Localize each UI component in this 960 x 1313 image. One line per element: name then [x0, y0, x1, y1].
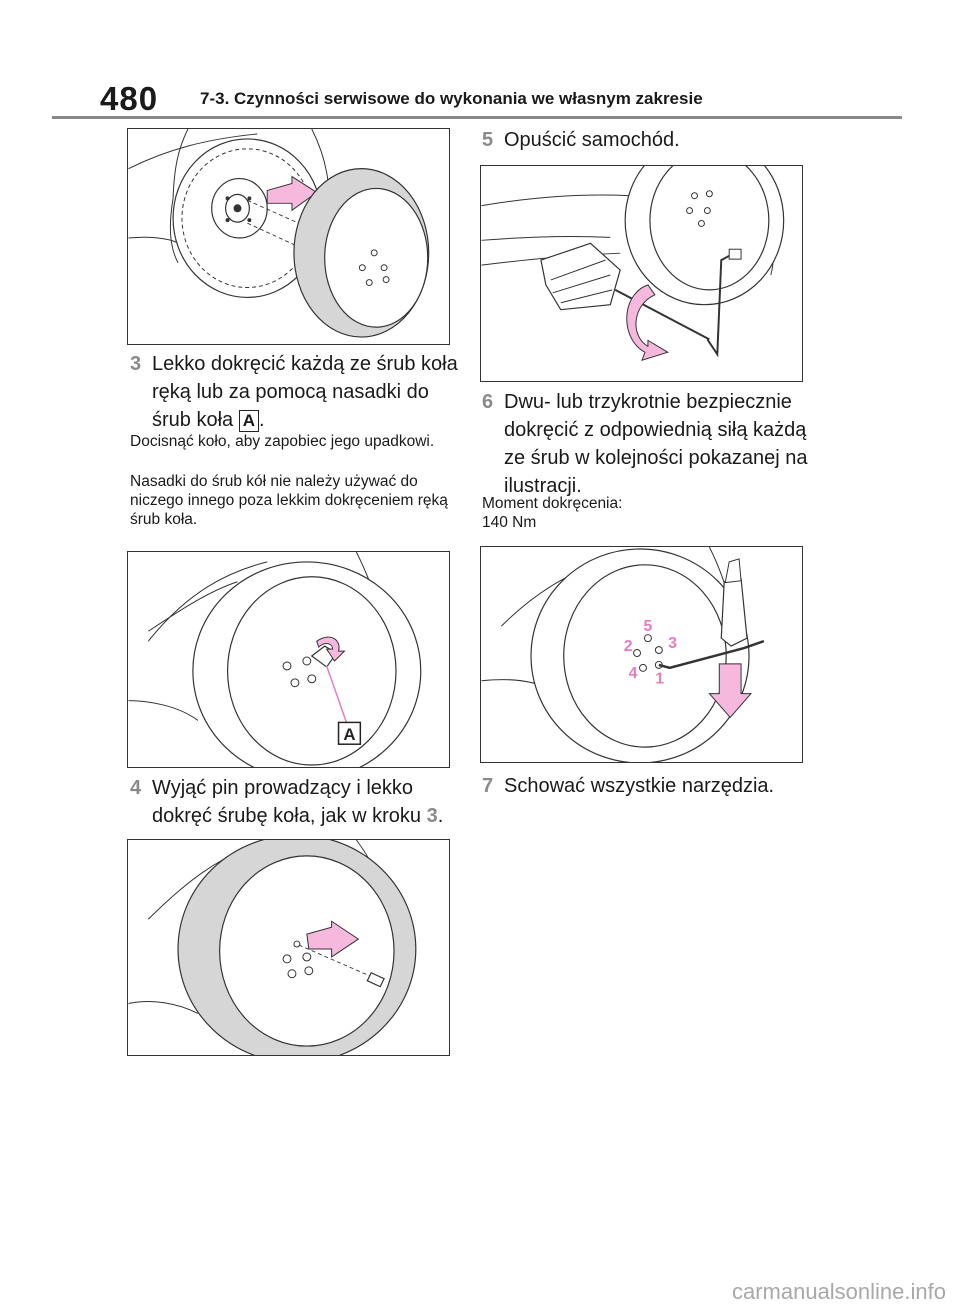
section-title: 7-3. Czynności serwisowe do wykonania we…	[200, 89, 703, 108]
step-3-note-1: Docisnąć koło, aby zapobiec jego upadkow…	[130, 433, 435, 450]
sequence-label-1: 1	[655, 671, 664, 688]
step-text: Opuścić samochód.	[504, 129, 680, 151]
step-text: Lekko dokręcić każdą ze śrub koła ręką l…	[152, 353, 458, 431]
step-7: 7 Schować wszystkie narzędzia.	[482, 772, 822, 800]
sequence-label-5: 5	[644, 618, 653, 635]
step-number: 4	[130, 777, 142, 799]
step-end: .	[259, 409, 265, 431]
step-number: 6	[482, 391, 494, 413]
guide-pin-illustration	[128, 840, 417, 1055]
nut-socket-illustration: A	[128, 552, 422, 767]
tighten-sequence-illustration: 5 2 3 4 1	[481, 547, 765, 762]
torque-label: Moment dokręcenia:	[482, 495, 623, 512]
watermark: carmanualsonline.info	[731, 1279, 946, 1304]
jack-illustration	[481, 166, 785, 361]
wheel-mount-illustration	[128, 129, 430, 338]
step-5: 5 Opuścić samochód.	[482, 126, 822, 154]
sequence-label-3: 3	[668, 635, 677, 652]
step-3-note-2: Nasadki do śrub kół nie należy używać do…	[130, 473, 448, 528]
sequence-label-2: 2	[624, 638, 633, 655]
step-number: 3	[130, 353, 142, 375]
step-number: 7	[482, 775, 494, 797]
reference-label-a: A	[238, 410, 259, 432]
torque-value: 140 Nm	[482, 514, 537, 531]
figure-guide-pin	[127, 839, 450, 1056]
page-number: 480	[100, 80, 159, 117]
sequence-label-4: 4	[629, 665, 638, 682]
step-6: 6 Dwu- lub trzykrotnie bezpiecznie dokrę…	[482, 388, 822, 500]
figure-label-a: A	[343, 725, 355, 744]
figure-lower-jack	[480, 165, 803, 382]
step-text: Wyjąć pin prowadzący i lekko dokręć śrub…	[152, 777, 422, 827]
step-reference: 3	[426, 805, 438, 827]
step-end: .	[437, 805, 444, 827]
step-3: 3 Lekko dokręcić każdą ze śrub koła ręką…	[130, 350, 460, 434]
figure-mount-wheel	[127, 128, 450, 345]
page-header: 480 7-3. Czynności serwisowe do wykonani…	[52, 72, 902, 120]
header-divider	[52, 116, 902, 119]
step-text: Dwu- lub trzykrotnie bezpiecznie dokręci…	[504, 391, 808, 497]
figure-tighten-sequence: 5 2 3 4 1	[480, 546, 803, 763]
step-number: 5	[482, 129, 494, 151]
step-text: Schować wszystkie narzędzia.	[504, 775, 775, 797]
figure-nut-socket: A	[127, 551, 450, 768]
step-4: 4 Wyjąć pin prowadzący i lekko dokręć śr…	[130, 774, 460, 830]
